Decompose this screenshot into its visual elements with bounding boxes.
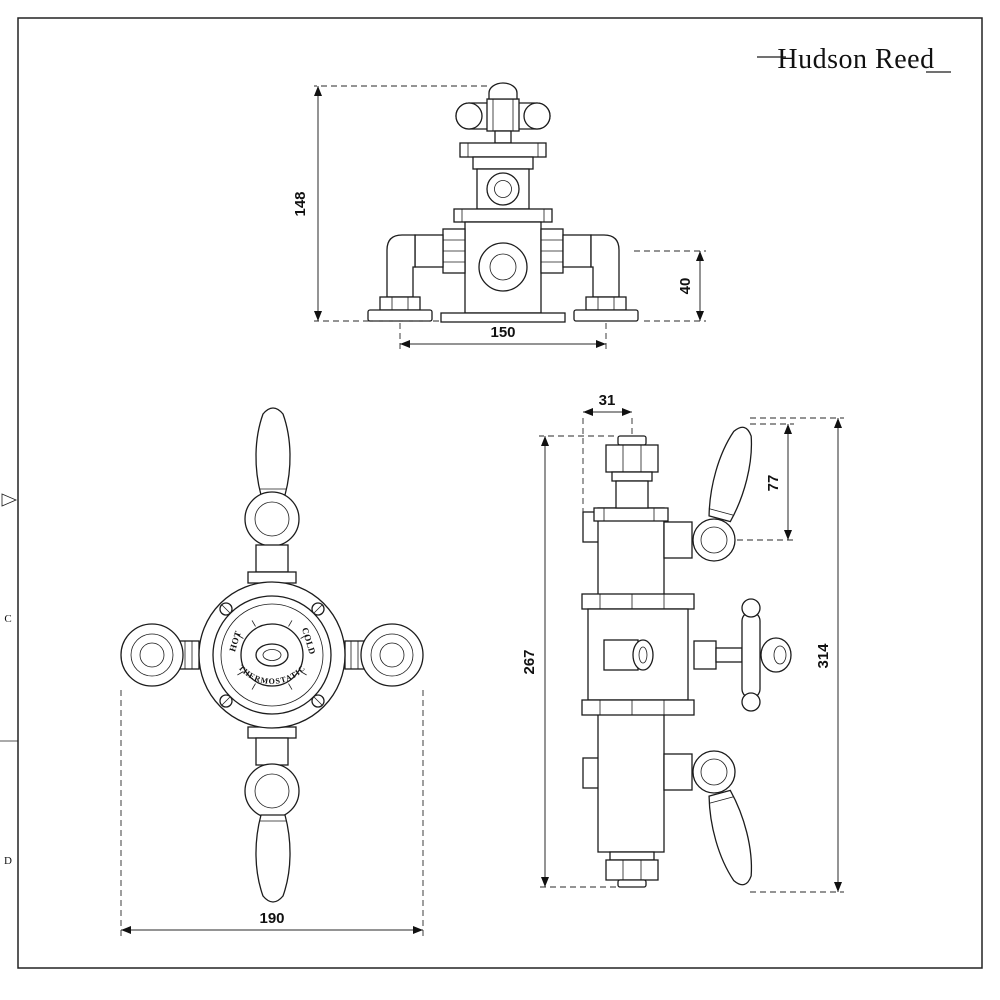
inlet-pipe-right — [562, 234, 592, 268]
centering-arrow-icon — [1, 493, 18, 507]
dial-hub — [240, 623, 304, 687]
lever-collar-top-side — [692, 518, 736, 562]
dim-31: 31 — [582, 392, 633, 512]
dim-label-267: 267 — [521, 649, 538, 674]
sheet-border — [17, 17, 983, 969]
bottom-outlet-cap — [617, 879, 647, 888]
top-outlet-cap — [617, 435, 647, 446]
mid-flange — [453, 208, 553, 223]
lever-collar-top — [244, 491, 300, 547]
dim-40: 40 — [634, 250, 706, 322]
top-outlet-nut — [605, 444, 659, 473]
dim-314: 314 — [750, 417, 844, 893]
dim-label-314: 314 — [815, 643, 832, 669]
wall-flange-left — [367, 309, 433, 322]
view-side — [581, 426, 792, 888]
wall-nut-right — [585, 296, 627, 311]
grid-ref-d: D — [4, 855, 12, 867]
dim-label-31: 31 — [599, 392, 616, 409]
top-outlet-port — [486, 172, 520, 206]
dial-centre-oval — [255, 643, 289, 667]
lever-handle-bottom — [255, 814, 291, 903]
lever-handle-top — [255, 407, 291, 496]
wall-nut-left — [379, 296, 421, 311]
upper-flange — [459, 142, 547, 158]
lever-collar-bottom-side — [692, 750, 736, 794]
base-plate — [440, 312, 566, 323]
inlet-pipe-left — [414, 234, 444, 268]
crosshead-dome — [488, 82, 518, 100]
crosshead-ball-right — [523, 102, 551, 130]
dim-190: 190 — [120, 690, 424, 936]
dim-label-77: 77 — [765, 475, 782, 492]
bottom-outlet-nut — [605, 859, 659, 881]
dim-label-40: 40 — [677, 278, 694, 295]
spindle — [494, 130, 512, 144]
brand-logo: Hudson Reed — [757, 44, 951, 75]
bottom-outlet-port — [478, 242, 528, 292]
crosshead-ball-left — [455, 102, 483, 130]
elbow-right — [590, 234, 620, 298]
side-knob-right — [360, 623, 424, 687]
view-top-elevation — [367, 82, 639, 323]
crosshead-side — [741, 611, 761, 699]
side-knob-left — [120, 623, 184, 687]
elbow-left — [386, 234, 416, 298]
dim-label-150: 150 — [490, 324, 515, 341]
dim-77: 77 — [737, 423, 794, 541]
mid-housing-bottom-band — [581, 699, 695, 716]
wall-lug-bottom — [582, 757, 600, 789]
lever-handle-top-side — [708, 426, 753, 523]
dial-screws — [219, 602, 325, 708]
mid-housing-top-band — [581, 593, 695, 610]
crosshead-dome-side — [760, 637, 792, 673]
cartridge-dome — [632, 639, 654, 671]
sheet-margin-markers: C D — [0, 493, 18, 867]
dial-tick-marks — [237, 620, 307, 690]
lever-handle-bottom-side — [708, 789, 753, 886]
grid-ref-c: C — [4, 613, 11, 625]
brand-logo-text: Hudson Reed — [777, 44, 934, 75]
dim-148: 148 — [292, 85, 487, 322]
crosshead-hub — [486, 98, 520, 132]
dim-label-148: 148 — [292, 191, 309, 216]
lever-collar-bottom — [244, 763, 300, 819]
dim-150: 150 — [399, 323, 607, 350]
view-front: HOT COLD THERMOSTATIC — [120, 407, 424, 903]
wall-flange-right — [573, 309, 639, 322]
dim-267: 267 — [521, 435, 616, 888]
dim-label-190: 190 — [259, 910, 284, 927]
